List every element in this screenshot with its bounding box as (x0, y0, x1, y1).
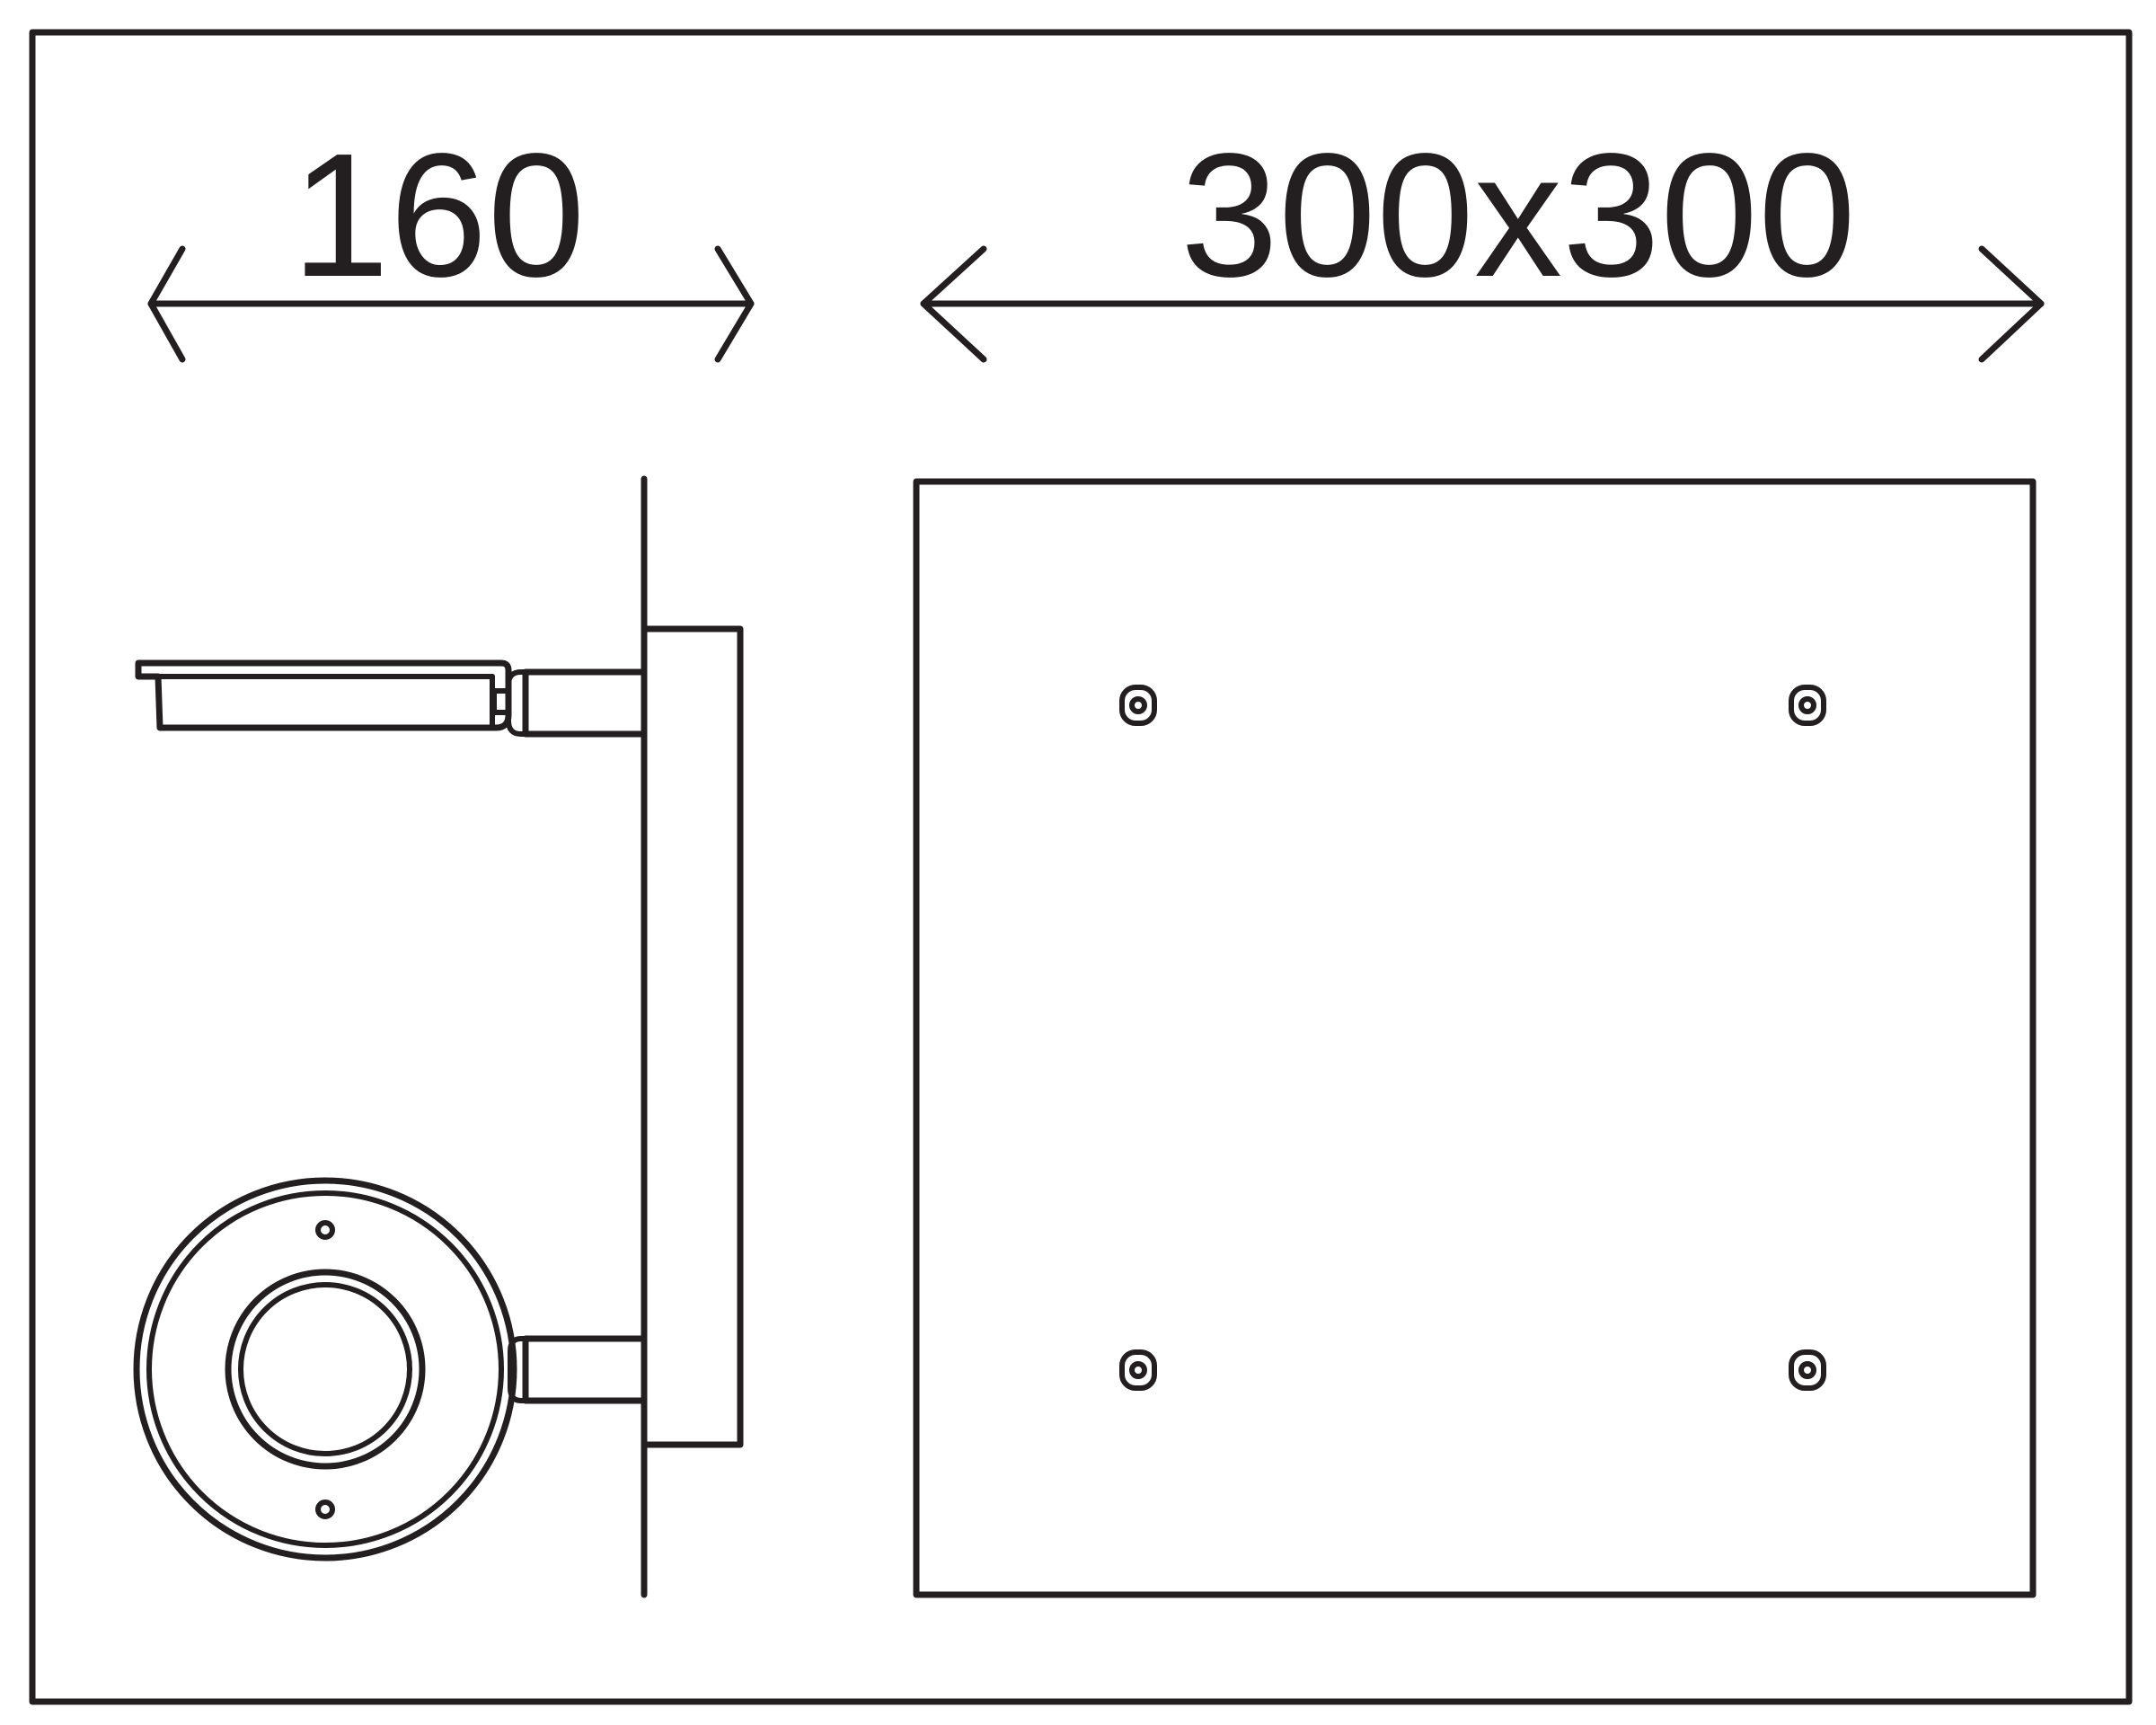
mounting-hole-bottom-right (1789, 1349, 1826, 1391)
upper-arm (135, 659, 648, 738)
depth-dimension: 160 (147, 117, 755, 363)
plate-front-view (913, 478, 2037, 1598)
lower-arm (133, 1177, 648, 1561)
plate-size-dimension-arrow-left (920, 245, 987, 363)
lower-arm-joint (508, 1336, 528, 1403)
lamp-screw-bottom (315, 1499, 335, 1519)
lamp-head-inner-ring (146, 1190, 504, 1548)
drawing-frame (29, 29, 2133, 1705)
depth-dimension-arrow-left (147, 245, 186, 363)
lamp-lens-inner (238, 1282, 412, 1456)
lamp-head-outer-ring (133, 1177, 517, 1561)
upper-arm-rod (522, 668, 648, 738)
plate-size-dimension-label: 300x300 (1180, 117, 1856, 314)
lamp-lens-outer (225, 1269, 426, 1470)
depth-dimension-arrow-right (714, 245, 755, 363)
mounting-hole-top-right (1789, 685, 1826, 726)
mounting-hole-top-left (1119, 685, 1157, 726)
plate-size-dimension: 300x300 (920, 117, 2045, 363)
lower-arm-rod (522, 1335, 648, 1404)
side-view (133, 475, 744, 1598)
depth-dimension-label: 160 (291, 117, 585, 314)
plate-size-dimension-arrow-right (1978, 245, 2045, 363)
canopy-box (641, 625, 744, 1448)
mounting-hole-bottom-left (1119, 1349, 1157, 1391)
lamp-screw-top (315, 1220, 335, 1240)
square-plate (913, 478, 2037, 1598)
upper-arm-lamp-head (135, 659, 512, 731)
